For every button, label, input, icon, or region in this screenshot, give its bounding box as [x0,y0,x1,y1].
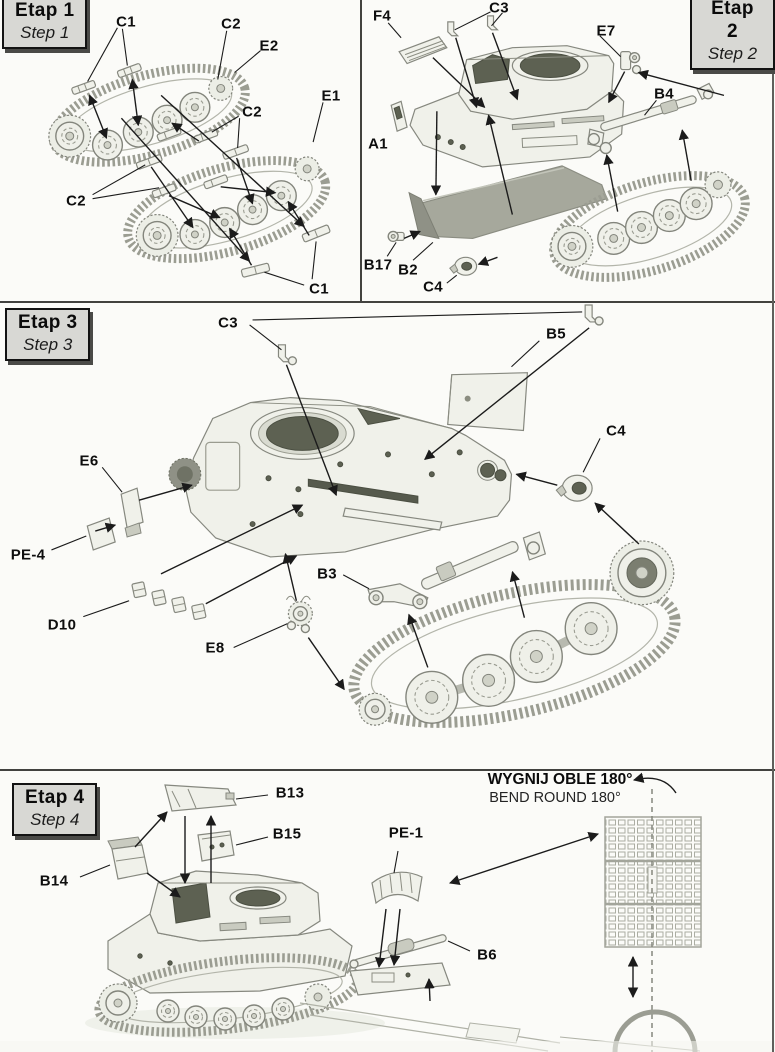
part-b3-arm [367,531,547,610]
bent-part-semicircle [612,1009,698,1052]
part-label-b3: B3 [317,565,337,583]
scan-edge-strip [0,1041,775,1052]
part-e6-fin [120,487,144,538]
track-assembly [348,540,681,728]
part-label-b6: B6 [477,946,497,964]
assembly-arrows [403,32,725,266]
bend-note-polish: WYGNIJ OBLE 180° [487,771,633,788]
step-title-pl: Etap 3 [18,312,78,333]
part-label-pe4: PE-4 [10,546,46,564]
part-label-a1: A1 [368,135,388,153]
part-label-c1-top: C1 [116,13,136,31]
leader-lines [386,11,657,284]
step4-illustration [0,772,775,1052]
bend-indicators [612,772,698,1052]
part-pe1-shield [371,871,423,905]
part-a1-bracket [390,100,408,132]
part-rear-plate [299,962,701,1052]
part-label-f4: F4 [372,7,392,25]
step-title-pl: Etap 4 [25,787,85,808]
part-label-c1-bottom: C1 [309,280,329,298]
bend-note-english: BEND ROUND 180° [489,790,621,806]
part-label-c2-top: C2 [221,15,241,33]
step2-illustration [386,11,750,284]
step-box-3: Etap 3 Step 3 [5,308,91,362]
part-f4-plate [398,36,448,65]
step-box-2: Etap 2 Step 2 [690,0,775,70]
part-label-e1: E1 [321,87,341,105]
assembly-arrows [88,78,310,266]
step-box-1: Etap 1 Step 1 [2,0,88,50]
part-label-b13: B13 [275,784,305,802]
part-label-e2: E2 [259,37,279,55]
part-c4-cap [555,474,593,502]
step-title-en: Step 4 [30,809,80,829]
part-b14-box [107,836,149,880]
panel-step-3: Etap 3 Step 3 C3 B5 C4 E6 PE-4 D10 B3 E8 [0,303,775,771]
step-box-4: Etap 4 Step 4 [12,783,98,837]
assembly-arrows [134,811,599,1002]
leader-lines [51,311,601,649]
part-label-e8: E8 [205,639,225,657]
part-label-c4: C4 [423,278,443,296]
part-d10-brackets [131,581,207,621]
part-c3-brackets [447,15,499,37]
panel-step-4: Etap 4 Step 4 B13 B15 B14 PE-1 B6 WYGNIJ… [0,771,775,1052]
step-title-en: Step 2 [707,43,758,63]
part-pe4-plate [86,517,116,551]
part-label-c3: C3 [218,314,238,332]
part-label-b14: B14 [39,872,69,890]
part-b15-hatch [197,830,235,862]
part-c3-brackets [277,304,604,366]
track-assembly-right [549,171,750,282]
part-e7 [620,51,642,75]
step3-illustration [51,304,681,728]
part-b4-beam [587,82,715,155]
hull-body [168,396,513,558]
part-label-b2: B2 [398,261,418,279]
step-title-pl: Etap 2 [711,0,754,42]
step-title-pl: Etap 1 [15,0,75,21]
part-label-b17: B17 [363,256,393,274]
panel-step-1: Etap 1 Step 1 C1 C2 E2 C2 E1 C2 C1 [0,0,362,303]
hull-body [409,45,625,168]
leader-lines [79,794,471,952]
sheet-right-border [772,0,774,1052]
part-label-b15: B15 [272,825,302,843]
part-b17-bolt [387,230,405,243]
step1-illustration [48,27,331,286]
assembly-arrows [95,327,640,691]
leader-lines [87,27,324,286]
part-b6-exhaust [349,934,447,969]
track-assembly-upper [48,63,250,167]
part-label-pe1: PE-1 [388,824,424,842]
part-e8-gear [286,595,313,634]
part-label-c3: C3 [489,0,509,17]
part-label-e6: E6 [79,452,99,470]
part-label-b4: B4 [654,85,674,103]
part-b13-plate [164,784,237,812]
part-label-c2-left: C2 [66,192,86,210]
part-label-d10: D10 [47,616,77,634]
part-pe-mesh [604,816,702,948]
step-title-en: Step 1 [20,22,70,42]
step-title-en: Step 3 [23,334,73,354]
part-c4-cap [449,256,478,276]
part-label-c4: C4 [606,422,626,440]
part-label-e7: E7 [596,22,616,40]
panel-step-2: Etap 2 Step 2 F4 C3 E7 B4 A1 B17 B2 C4 [362,0,775,303]
part-label-c2-mid: C2 [242,103,262,121]
part-label-b5: B5 [546,325,566,343]
part-b5-plate [447,372,529,432]
track-assembly-lower [123,156,331,264]
